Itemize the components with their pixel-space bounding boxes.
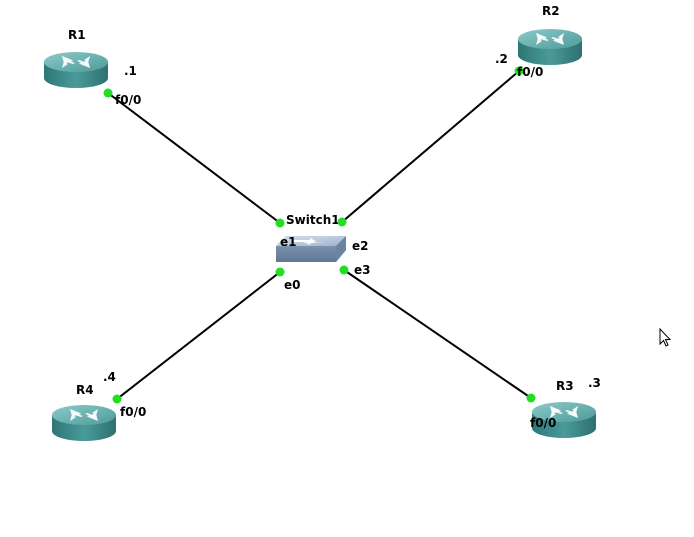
port-status-r4-f0-0 (112, 394, 122, 404)
router-r1[interactable] (44, 52, 108, 88)
router-r4-label: R4 (76, 383, 94, 397)
router-r2-label: R2 (542, 4, 560, 18)
router-r3-label: R3 (556, 379, 574, 393)
router-icon (518, 29, 582, 65)
switch-port-e1-label: e1 (280, 235, 297, 249)
r2-ip-label: .2 (495, 52, 508, 66)
link-r4-switch1[interactable] (116, 271, 281, 400)
r1-ip-label: .1 (124, 64, 137, 78)
port-status-sw-e0 (275, 267, 285, 277)
port-status-sw-e3 (339, 265, 349, 275)
router-r2[interactable] (518, 29, 582, 65)
links (107, 70, 532, 400)
r3-ip-label: .3 (588, 376, 601, 390)
r4-ip-label: .4 (103, 370, 116, 384)
port-indicators (103, 66, 536, 404)
link-r3-switch1[interactable] (343, 269, 532, 399)
switch-port-e2-label: e2 (352, 239, 369, 253)
link-r2-switch1[interactable] (341, 70, 520, 223)
router-icon (52, 405, 116, 441)
mouse-pointer-icon (659, 327, 672, 347)
switch-port-e0-label: e0 (284, 278, 301, 292)
port-status-r1-f0-0 (103, 88, 113, 98)
switch1[interactable] (276, 236, 346, 262)
router-r4[interactable] (52, 405, 116, 441)
router-r1-label: R1 (68, 28, 86, 42)
r2-interface-label: f0/0 (517, 65, 543, 79)
port-status-sw-e1 (275, 218, 285, 228)
router-icon (44, 52, 108, 88)
link-r1-switch1[interactable] (107, 92, 281, 224)
r4-interface-label: f0/0 (120, 405, 146, 419)
port-status-r3-f0-0 (526, 393, 536, 403)
r1-interface-label: f0/0 (115, 93, 141, 107)
port-status-sw-e2 (337, 217, 347, 227)
switch-port-e3-label: e3 (354, 263, 371, 277)
switch1-label: Switch1 (286, 213, 340, 227)
r3-interface-label: f0/0 (530, 416, 556, 430)
port-status-r2-f0-0 (514, 66, 524, 76)
